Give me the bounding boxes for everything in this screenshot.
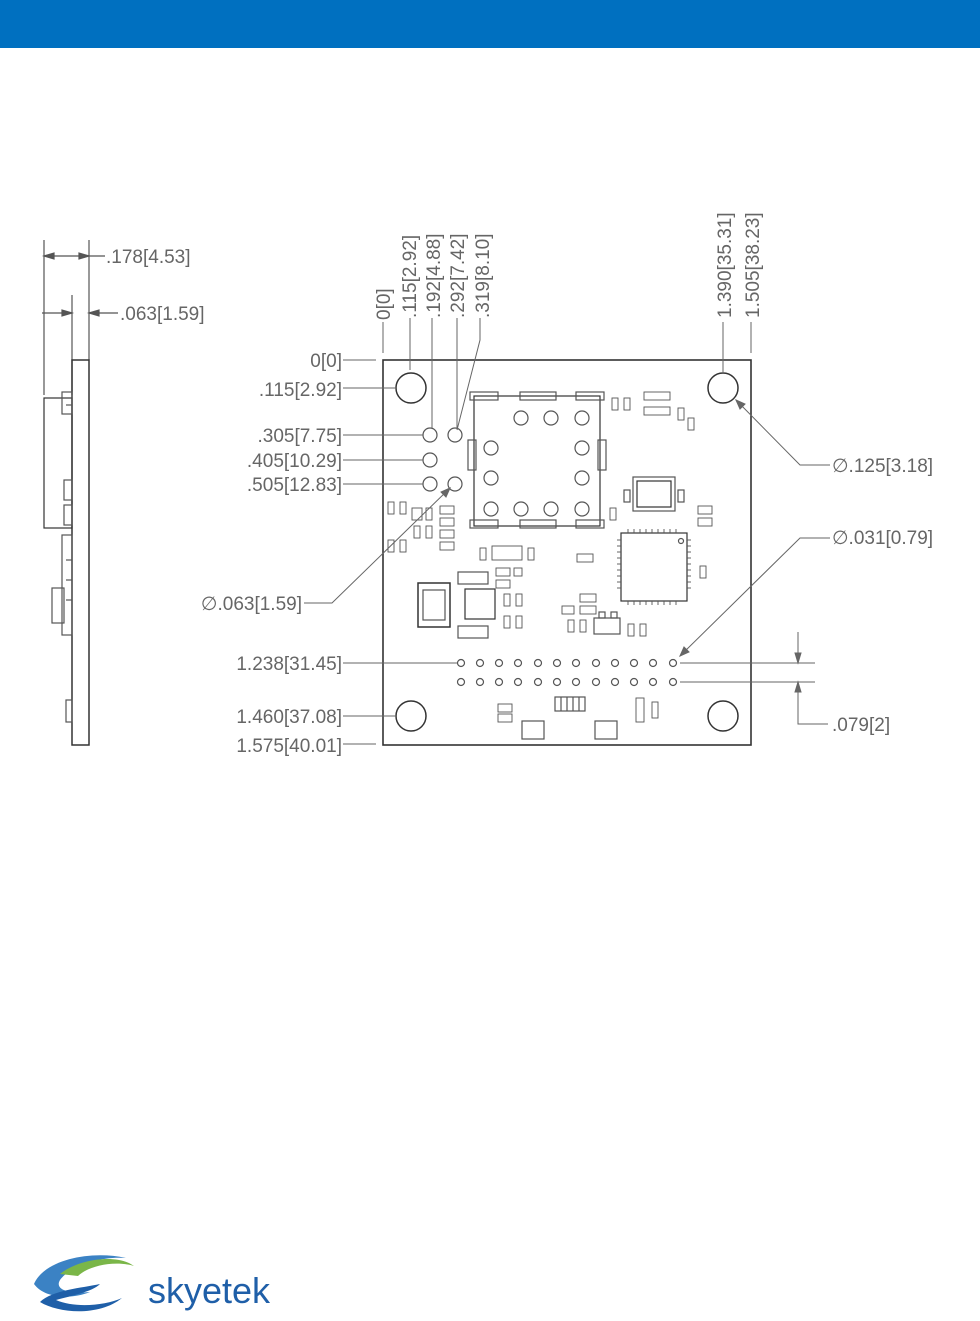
dim-hole-top: .115[2.92]: [259, 380, 342, 401]
side-view: [42, 240, 118, 745]
header-pins: [458, 660, 677, 686]
dim-mount-hole: ∅.125[3.18]: [832, 456, 933, 477]
dim-left-origin: 0[0]: [310, 351, 342, 372]
dim-top-d2: .192[4.88]: [424, 233, 445, 318]
dim-header-row: 1.238[31.45]: [236, 654, 342, 675]
dim-board-thickness: .063[1.59]: [120, 304, 205, 325]
dim-top-d1: .115[2.92]: [400, 235, 421, 318]
dim-pin3: .505[12.83]: [247, 475, 342, 496]
logo-text: skyetek: [148, 1270, 270, 1312]
dim-pitch: .079[2]: [832, 715, 890, 736]
dim-board-height: 1.575[40.01]: [236, 736, 342, 757]
top-view: [383, 360, 751, 745]
dim-hole-bottom: 1.460[37.08]: [236, 707, 342, 728]
dim-pin2: .405[10.29]: [247, 451, 342, 472]
dim-hole-right: 1.390[35.31]: [715, 212, 736, 318]
dim-pin1: .305[7.75]: [257, 426, 342, 447]
dim-total-thickness: .178[4.53]: [106, 247, 191, 268]
dim-pin-hole: ∅.031[0.79]: [832, 528, 933, 549]
dim-small-hole: ∅.063[1.59]: [201, 594, 302, 615]
dim-top-d3: .292[7.42]: [448, 233, 469, 318]
dim-top-d4: .319[8.10]: [473, 233, 494, 318]
dim-board-width: 1.505[38.23]: [743, 212, 764, 318]
dim-top-origin: 0[0]: [374, 288, 395, 320]
